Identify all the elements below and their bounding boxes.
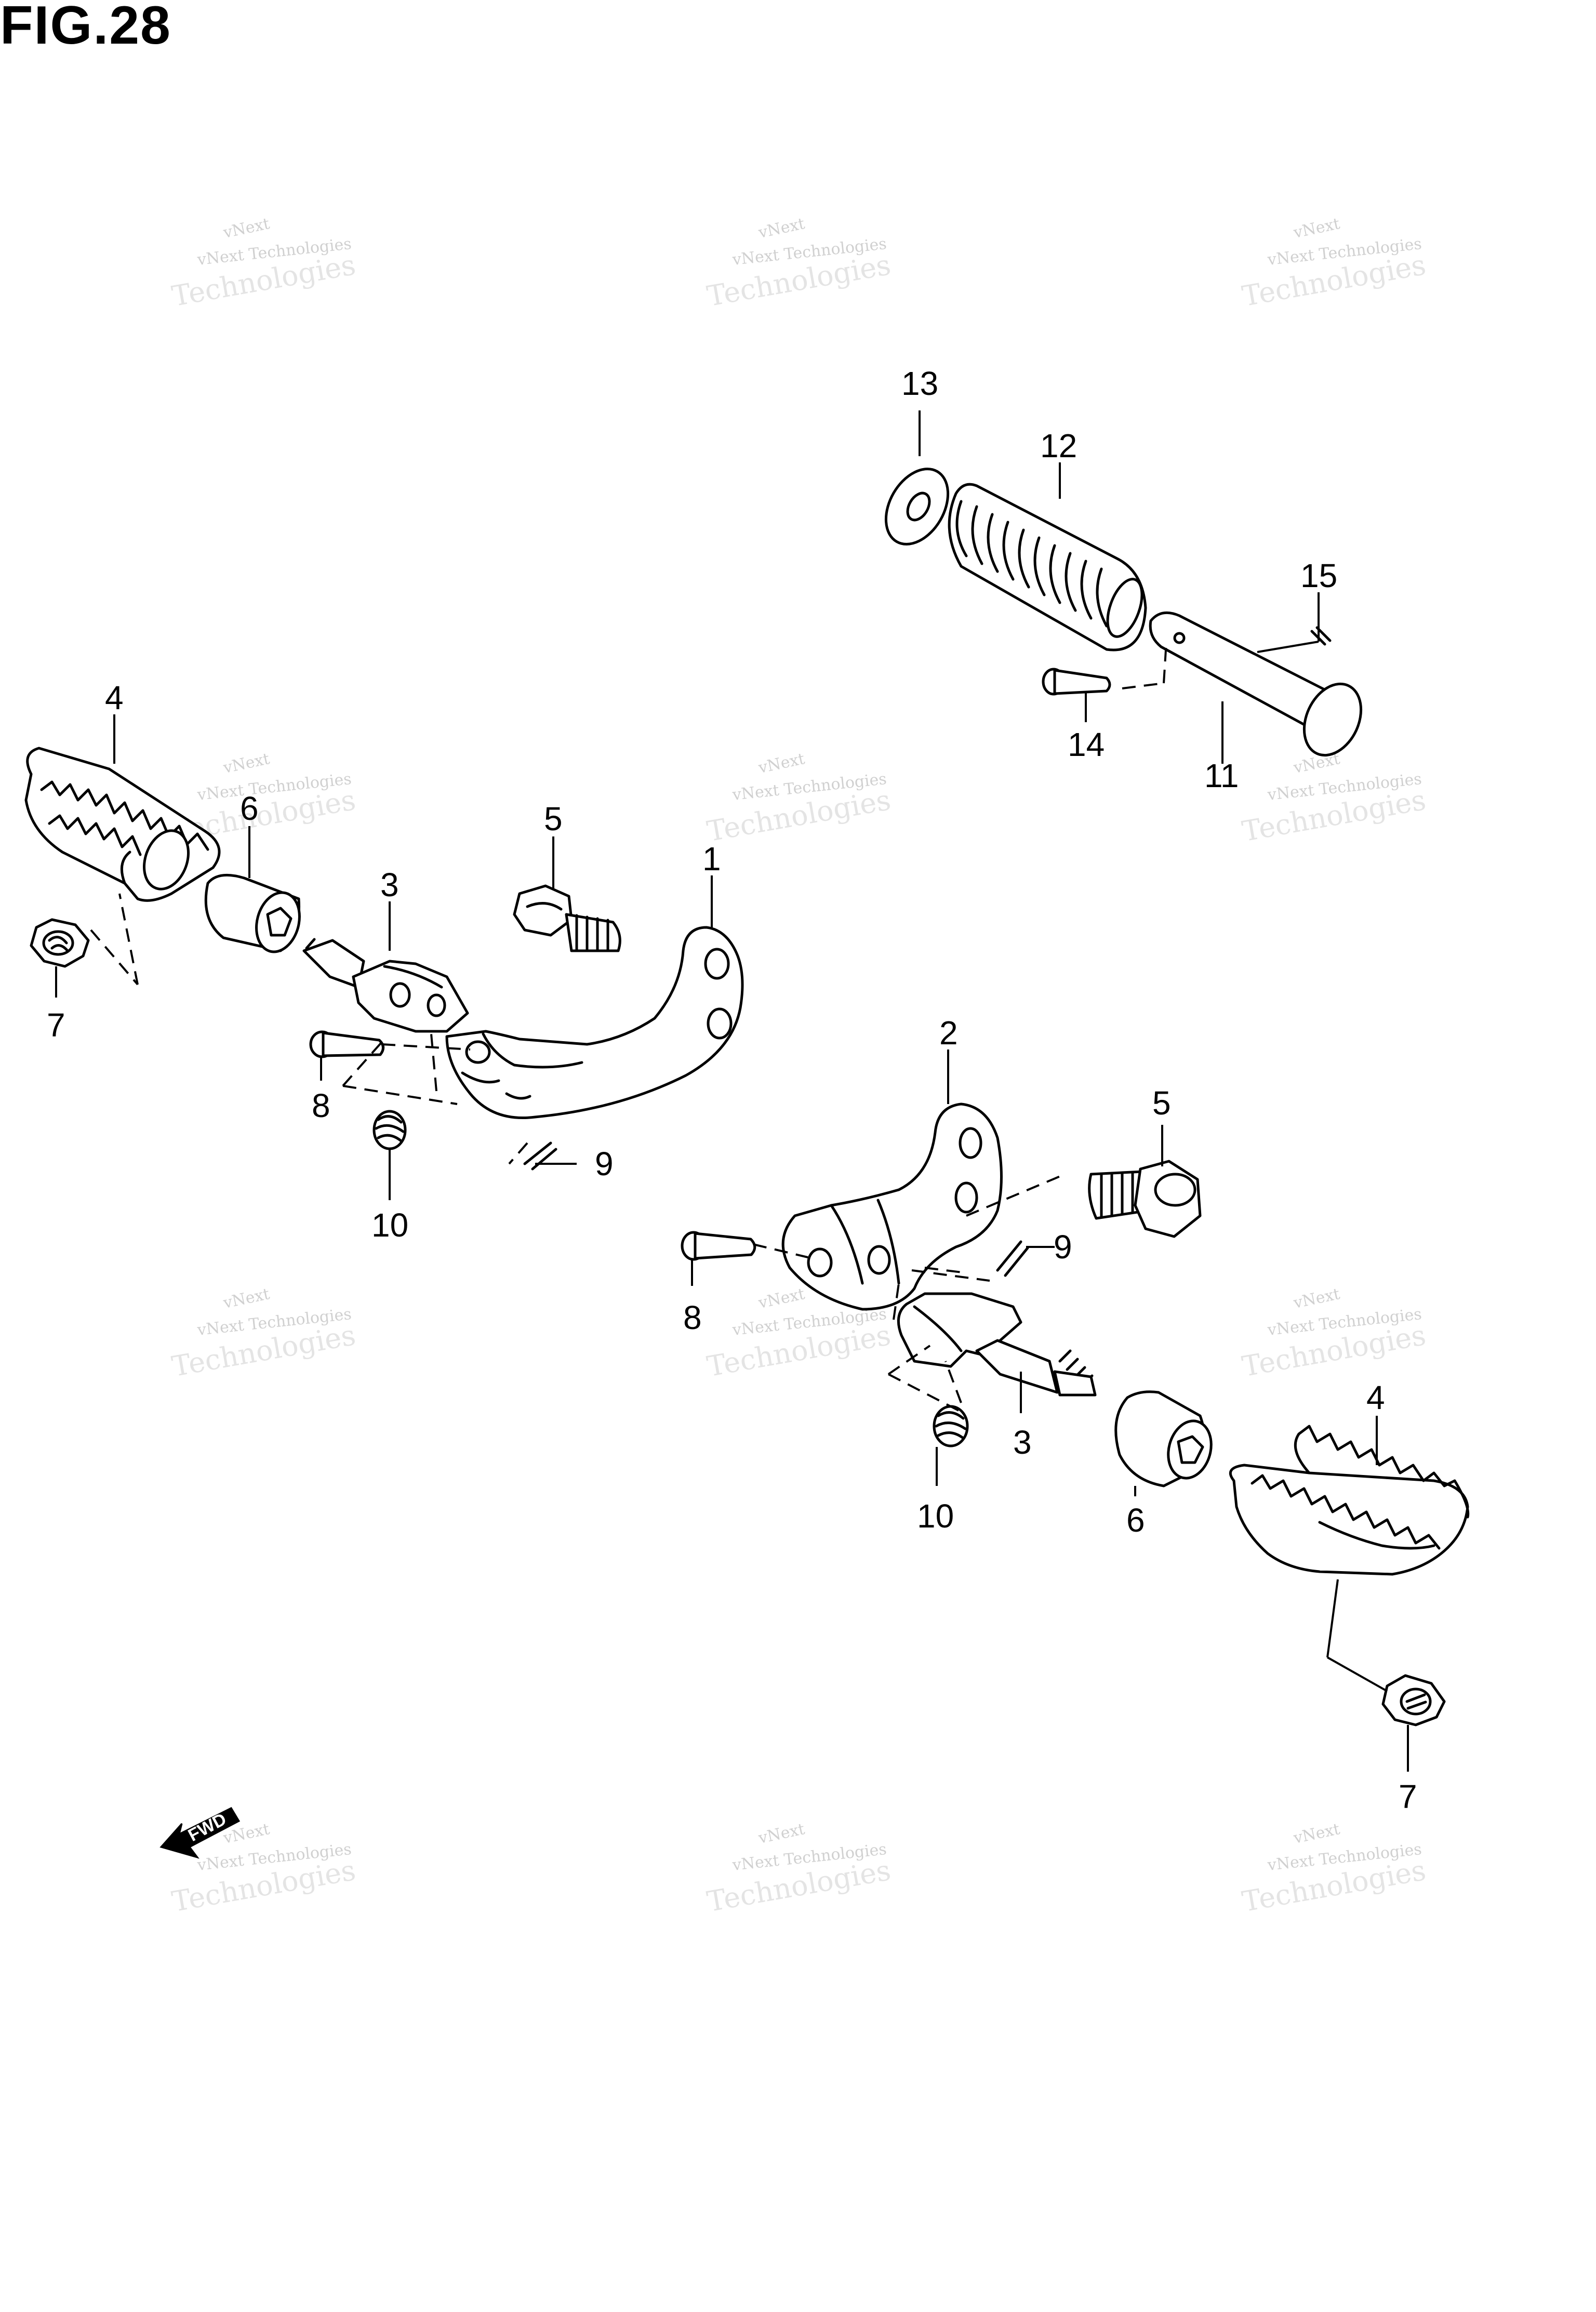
label-9-left: 9	[595, 1145, 614, 1182]
part-labels: 13 12 15 14 11 4 6 5 1 3 7 8 9 10 2 5 9 …	[47, 365, 1417, 1815]
leader-lines-left	[55, 714, 713, 1200]
label-3-left: 3	[380, 866, 399, 903]
label-14: 14	[1068, 726, 1105, 763]
part-1-footrest-bracket-left	[445, 926, 744, 1120]
label-7-right: 7	[1399, 1778, 1417, 1815]
svg-text:vNext: vNext	[756, 1820, 806, 1848]
label-2: 2	[939, 1014, 958, 1052]
svg-text:vNext: vNext	[1292, 215, 1341, 242]
label-10-right: 10	[917, 1497, 954, 1535]
leader-lines-top-right	[919, 410, 1320, 764]
part-11-peg-shaft	[1149, 611, 1363, 757]
label-11: 11	[1204, 757, 1239, 794]
label-15: 15	[1300, 557, 1337, 594]
part-8-pin-right	[681, 1231, 756, 1261]
figure-title: FIG.28	[0, 0, 171, 56]
label-4-left: 4	[105, 679, 124, 716]
part-3-bracket-right	[897, 1292, 1097, 1397]
part-8-pin-left	[309, 1030, 384, 1058]
part-10-spring-right	[933, 1405, 969, 1447]
label-9-right: 9	[1054, 1228, 1072, 1266]
label-1: 1	[702, 840, 721, 878]
watermark-grid: vNext vNext Technologies Technologies vN…	[169, 215, 1428, 1918]
part-4-footrest-left	[24, 747, 221, 902]
label-5-left: 5	[544, 800, 563, 838]
label-8-right: 8	[683, 1299, 702, 1336]
label-7-left: 7	[47, 1006, 65, 1044]
label-12: 12	[1040, 427, 1077, 464]
part-5-bolt-right	[1088, 1160, 1202, 1238]
part-7-nut-right	[1381, 1674, 1446, 1726]
label-6-right: 6	[1126, 1502, 1145, 1539]
svg-text:vNext: vNext	[1292, 1285, 1341, 1312]
svg-text:vNext: vNext	[1292, 1820, 1341, 1848]
svg-text:vNext: vNext	[756, 215, 806, 242]
svg-text:vNext: vNext	[221, 750, 271, 777]
part-6-collar-right	[1114, 1390, 1213, 1487]
leader-lines-right	[691, 1049, 1409, 1772]
part-5-bolt-left	[513, 884, 621, 952]
part-12-grip-rubber	[948, 483, 1147, 652]
svg-text:vNext: vNext	[221, 215, 271, 242]
part-4-footrest-right	[1229, 1425, 1470, 1576]
svg-text:vNext: vNext	[756, 1285, 806, 1312]
svg-text:vNext: vNext	[221, 1285, 271, 1312]
part-9-cotter-pin-left	[523, 1141, 557, 1171]
svg-text:vNext: vNext	[756, 750, 806, 777]
fwd-label: FWD	[185, 1809, 230, 1845]
part-7-nut-left	[30, 918, 90, 968]
part-14-clevis-pin	[1042, 668, 1111, 696]
part-2-footrest-bracket-right	[781, 1102, 1003, 1311]
label-10-left: 10	[371, 1206, 408, 1244]
part-13-washer	[884, 468, 950, 546]
part-9-cotter-pin-right	[996, 1240, 1029, 1277]
part-3-bracket-left	[302, 938, 469, 1033]
label-5-right: 5	[1152, 1084, 1171, 1122]
part-10-spring-left	[373, 1110, 407, 1150]
label-3-right: 3	[1013, 1424, 1032, 1461]
label-13: 13	[901, 365, 938, 402]
label-6-left: 6	[240, 790, 259, 827]
label-8-left: 8	[312, 1087, 330, 1124]
label-4-right: 4	[1366, 1379, 1385, 1416]
part-6-collar-left	[204, 873, 301, 953]
